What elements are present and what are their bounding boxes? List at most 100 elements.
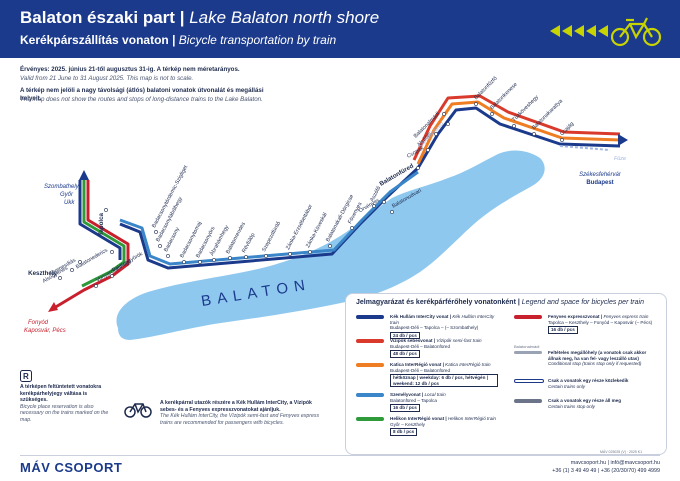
fenyves-line: [53, 180, 130, 310]
legend-title-en: Legend and space for bicycles per train: [521, 299, 644, 306]
legend-name-hu: Vizipók sebesvonat: [390, 338, 433, 343]
station-dot: [110, 250, 114, 254]
ticket-note-en: Bicycle place reservation is also necess…: [20, 403, 109, 423]
title-separator: |: [179, 8, 185, 27]
header-banner: Balaton északi part | Lake Balaton north…: [0, 0, 680, 58]
station-dot: [490, 112, 494, 116]
station-dot: [212, 258, 216, 262]
dest-budapest: Budapest: [586, 180, 613, 186]
station-dot: [228, 256, 232, 260]
station-dot: [512, 124, 516, 128]
legend-name-hu: Feltételes megállóhely (a vonatok csak a…: [548, 350, 647, 361]
legend-text: Feltételes megállóhely (a vonatok csak a…: [548, 350, 656, 367]
title-hu: Balaton északi part: [20, 8, 175, 27]
station-dot: [416, 166, 420, 170]
doc-code: MÁV 025025 (V) · 2025 K1: [600, 450, 643, 454]
station-dot: [446, 122, 450, 126]
station-dot: [288, 252, 292, 256]
station-dot: [372, 204, 376, 208]
legend-name-en: Local train: [424, 392, 446, 397]
station-label: Csajág: [559, 121, 575, 137]
swatch-certain-trains: [514, 379, 544, 383]
conditional-stop-sample: Balatonalmádi: [514, 344, 540, 349]
station-dot: [350, 226, 354, 230]
legend-title-hu: Jelmagyarázat és kerékpárférőhely vonato…: [356, 299, 516, 306]
note-en: The map does not show the routes and sto…: [20, 96, 263, 103]
dest-ukk: Ukk: [64, 200, 75, 206]
local-train-line: [119, 170, 419, 266]
legend-name-hu: Katica InterRégió vonat: [390, 362, 442, 367]
footer-web[interactable]: mavcsoport.hu | infó@mavcsoport.hu: [570, 460, 660, 466]
page-title: Balaton északi part | Lake Balaton north…: [20, 8, 379, 28]
station-dot: [434, 132, 438, 136]
station-dot: [442, 112, 446, 116]
legend-bikes: hétköznap | weekday: 6 db / pcs, hétvégé…: [390, 374, 498, 388]
ticket-note-hu: A térképen feltüntetett vonatokra kerékp…: [20, 384, 102, 404]
swatch-conditional: [514, 351, 542, 354]
legend-text: Katica InterRégió vonat | Katica InterRé…: [390, 362, 498, 388]
station-dot: [182, 260, 186, 264]
station-dot: [532, 132, 536, 136]
dest-kaposvar: Kaposvár, Pécs: [24, 328, 66, 334]
bicycle-header-icon: [550, 17, 662, 47]
legend-text: Kék Hullám InterCity vonat | Kék Hullám …: [390, 314, 498, 340]
swatch-certain-stops: [514, 399, 542, 403]
legend-bikes: 24 db / pcs: [390, 331, 420, 340]
station-dot: [560, 138, 564, 142]
legend-name-en: Conditional stop (trains stop only if re…: [548, 361, 642, 367]
legend-name-en: Vízipók semi-fast train: [436, 338, 482, 343]
legend-name-hu: Kék Hullám InterCity vonat: [390, 314, 449, 319]
legend-bikes: 16 db / pcs: [548, 326, 578, 334]
subtitle-separator: |: [172, 33, 176, 47]
legend-panel: Jelmagyarázat és kerékpárférőhely vonato…: [345, 293, 667, 455]
station-label: Balatonederics: [75, 247, 109, 270]
legend-bikes: 16 db / pcs: [390, 404, 420, 412]
station-dot: [382, 200, 386, 204]
helikon-line: [81, 180, 126, 288]
swatch-local: [356, 393, 384, 397]
dest-szombathely: Szombathely: [44, 184, 80, 190]
recommend-note: A kerékpárral utazók részére a Kék Hullá…: [160, 400, 320, 426]
station-dot: [390, 210, 394, 214]
legend-name-hu: Fenyves expresszvonat: [548, 314, 600, 319]
legend-name-en: Katica InterRégió train: [445, 362, 491, 367]
swatch-helikon: [356, 417, 384, 421]
legend-route: Budapest-Déli – Balatonfüred: [390, 367, 451, 373]
bicycle-icon: [610, 17, 662, 47]
legend-name-hu: Csak a vonatok egy része áll meg: [548, 398, 622, 403]
swatch-vizipok: [356, 339, 384, 343]
subtitle-en: Bicycle transportation by train: [178, 33, 337, 47]
legend-text: Csak a vonatok egy része közlekedik Cert…: [548, 378, 656, 389]
station-dot: [158, 244, 162, 248]
legend-name-en: Kék Hullám InterCity train: [390, 314, 495, 325]
svg-text:R: R: [23, 372, 29, 381]
station-dot: [78, 260, 82, 264]
swatch-katica: [356, 363, 384, 367]
swatch-fenyves: [514, 315, 542, 319]
station-label: Balatonfűzfő: [473, 76, 498, 101]
vizipok-line: [412, 94, 621, 161]
station-dot: [474, 102, 478, 106]
legend-text: Csak a vonatok egy része áll meg Certain…: [548, 398, 656, 409]
legend-name-en: Helikon InterRégió train: [447, 416, 496, 421]
recommend-note-en: The Kék Hullám InterCity, the Vízipók se…: [160, 413, 320, 426]
legend-text: Személyvonat | Local train Balatonfüred …: [390, 392, 498, 412]
legend-name-hu: Személyvonat: [390, 392, 421, 397]
station-label: Keszthely: [28, 270, 57, 277]
station-label: Révfülöp: [241, 232, 256, 254]
bicycle-note-icon-wrap: [124, 400, 154, 421]
arrow-icon: [550, 25, 560, 37]
legend-title-separator: |: [517, 299, 520, 306]
fuze-branch-line: [559, 145, 611, 151]
legend-name-en: Fenyves express train: [603, 314, 649, 319]
ticket-note: R A térképen feltüntetett vonatokra keré…: [20, 370, 110, 424]
station-dot: [70, 268, 74, 272]
legend-bikes: 8 db / pcs: [390, 428, 418, 436]
arrow-budapest-icon: [618, 134, 628, 146]
mav-logo: MÁV CSOPORT: [20, 460, 123, 475]
legend-text: Fenyves expresszvonat | Fenyves express …: [548, 314, 656, 334]
station-dot: [264, 254, 268, 258]
legend-text: Vizipók sebesvonat | Vízipók semi-fast t…: [390, 338, 498, 358]
legend-text: Helikon InterRégió vonat | Helikon Inter…: [390, 416, 498, 436]
